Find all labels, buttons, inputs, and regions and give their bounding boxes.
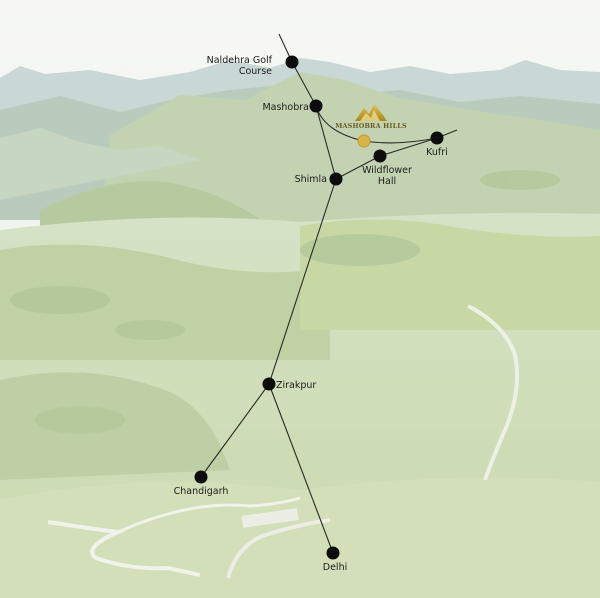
route-shimla-zirakpur xyxy=(268,178,337,385)
project-location-marker xyxy=(357,134,371,148)
route-shimla-wildflower xyxy=(335,155,381,180)
mashobra-label: Mashobra xyxy=(262,102,309,113)
route-mashobra-shimla xyxy=(315,105,337,180)
wildflower-marker[interactable] xyxy=(373,149,387,163)
zirakpur-marker[interactable] xyxy=(262,377,276,391)
shimla-marker[interactable] xyxy=(329,172,343,186)
route-zirakpur-delhi xyxy=(268,383,334,554)
route-naldehra-mashobra xyxy=(291,61,317,107)
naldehra-marker[interactable] xyxy=(285,55,299,69)
kufri-marker[interactable] xyxy=(430,131,444,145)
kufri-label: Kufri xyxy=(426,147,448,158)
location-markers xyxy=(194,55,444,560)
zirakpur-label: Zirakpur xyxy=(276,380,316,391)
route-zirakpur-chandigarh xyxy=(200,383,270,478)
chandigarh-label: Chandigarh xyxy=(174,486,229,497)
brand-label: MASHOBRA HILLS xyxy=(335,122,407,130)
mashobra-hills-logo: MASHOBRA HILLS xyxy=(335,104,407,130)
mashobra-marker[interactable] xyxy=(309,99,323,113)
route-wildflower-kufri xyxy=(379,137,438,157)
delhi-marker[interactable] xyxy=(326,546,340,560)
delhi-label: Delhi xyxy=(323,562,347,573)
chandigarh-marker[interactable] xyxy=(194,470,208,484)
shimla-label: Shimla xyxy=(295,174,327,185)
